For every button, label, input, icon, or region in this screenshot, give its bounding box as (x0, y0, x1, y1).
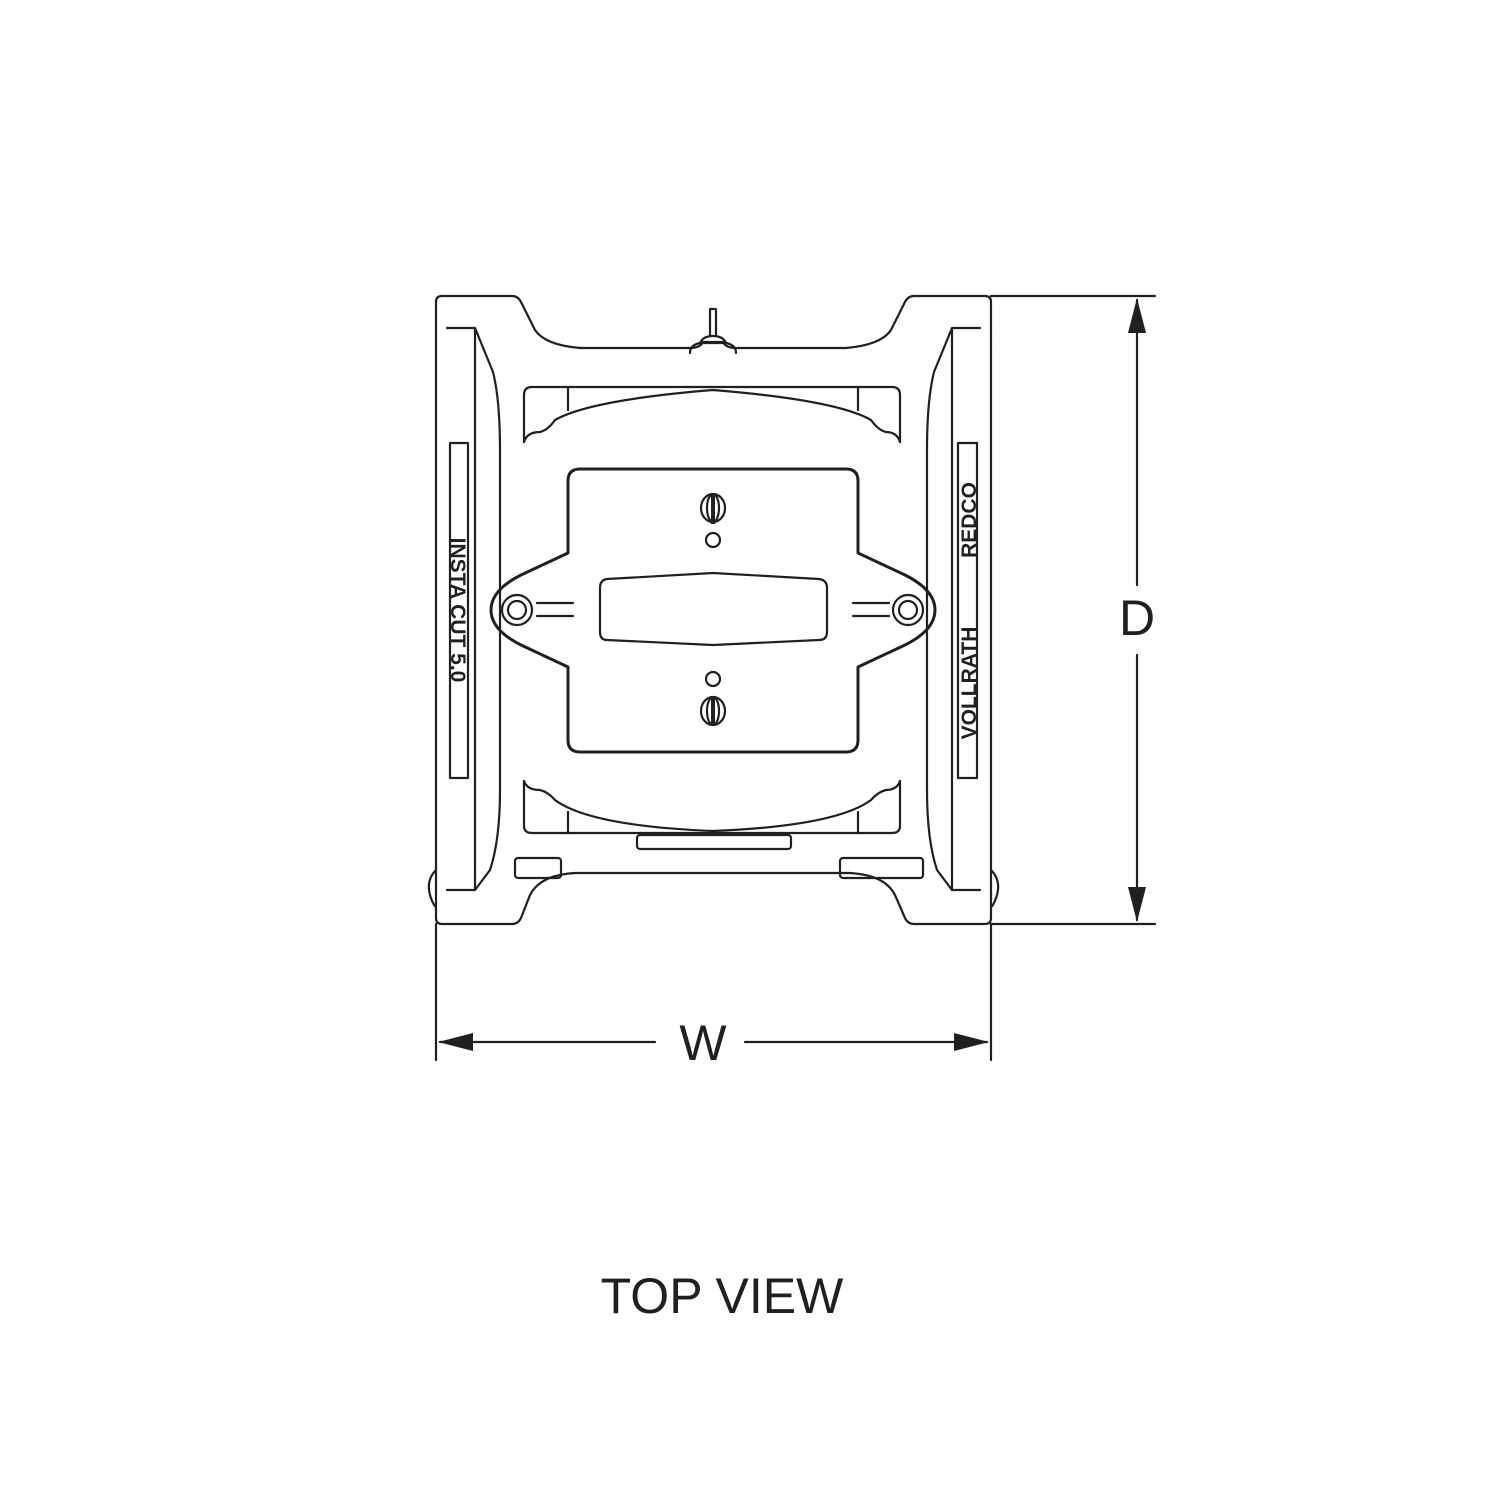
depth-arrow-bottom-icon (1128, 887, 1146, 922)
left-bottom-pad (513, 856, 563, 880)
width-label: W (679, 1015, 727, 1071)
right-rail (925, 326, 982, 892)
top-screw-icon (699, 492, 727, 524)
top-hole (704, 531, 722, 549)
left-pivot-hole (506, 599, 528, 621)
right-bottom-pad (838, 856, 925, 880)
left-rail (445, 326, 502, 892)
bottom-hole (704, 670, 722, 688)
left-pivot (500, 593, 534, 627)
width-arrow-right-icon (954, 1033, 989, 1051)
top-pin (698, 307, 728, 345)
housing-bottom (522, 779, 902, 835)
top-knob (688, 341, 738, 355)
bottom-tab (635, 833, 793, 851)
left-rail-text: INSTA CUT 5.0 (446, 538, 469, 683)
housing-top (522, 385, 902, 444)
right-label-plate (956, 441, 979, 780)
center-handle (598, 571, 829, 647)
view-title: TOP VIEW (601, 1268, 844, 1324)
right-pivot (891, 593, 925, 627)
width-extension-lines (434, 922, 993, 1062)
housing-dome-top (522, 388, 902, 444)
bar-lines (535, 601, 891, 618)
bottom-screw-icon (699, 695, 727, 727)
left-foot (427, 868, 438, 909)
depth-label: D (1119, 590, 1155, 646)
right-rail-text-redco: REDCO (958, 482, 981, 558)
housing-dome-bottom (522, 779, 902, 833)
housing-ribs-bottom (566, 810, 860, 835)
right-pivot-hole (897, 599, 919, 621)
right-rail-text-vollrath: VOLLRATH (958, 627, 981, 740)
width-arrow-left-icon (438, 1033, 473, 1051)
right-foot (989, 868, 1000, 909)
outer-frame (434, 294, 993, 926)
pusher-plate (489, 467, 937, 754)
housing-ribs-top (566, 385, 860, 412)
depth-extension-lines (989, 294, 1157, 926)
depth-arrow-top-icon (1128, 298, 1146, 333)
left-label-plate (448, 441, 470, 780)
